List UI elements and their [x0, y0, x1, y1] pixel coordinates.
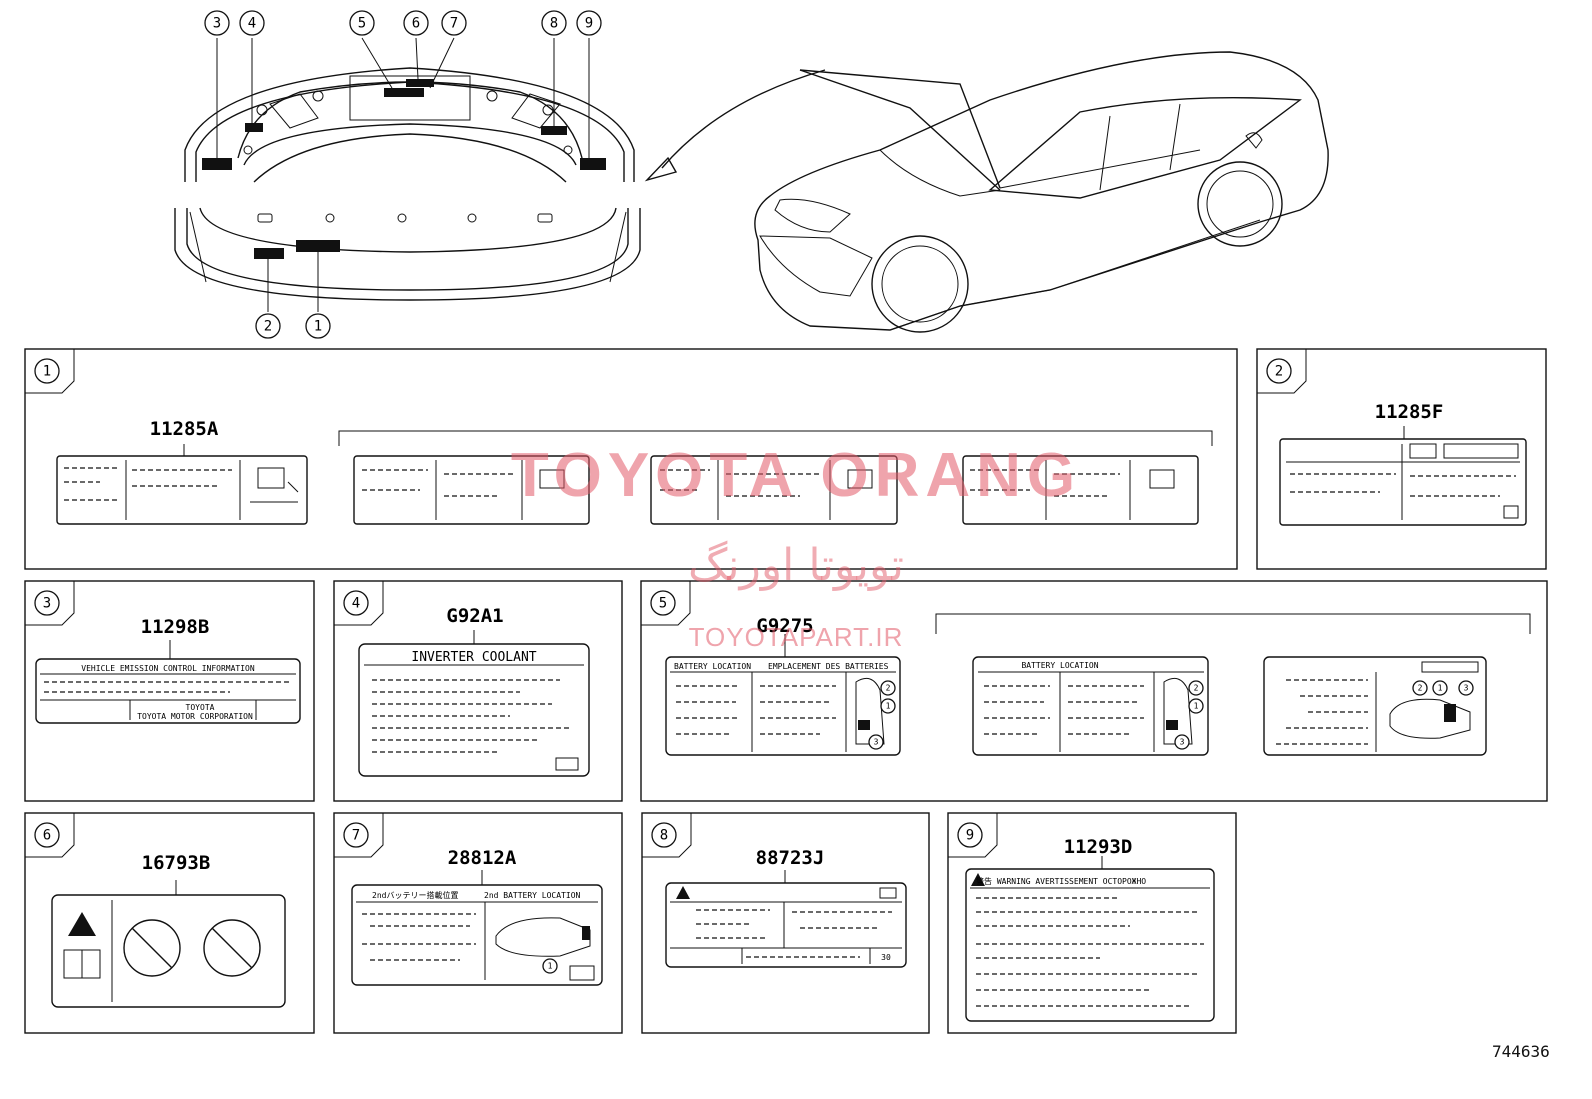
- panel-number-1-circle: [34, 358, 60, 384]
- hood-callout-6-circle: [403, 10, 429, 36]
- part-number-28812A: 28812A: [448, 847, 517, 869]
- panel-number-2-circle: [1266, 358, 1292, 384]
- part-number-11285F: 11285F: [1375, 401, 1444, 423]
- battery-callout-b-2: 2: [1194, 684, 1199, 693]
- part-number-16793B: 16793B: [142, 852, 211, 874]
- battery-callout-b-3-circle: [1174, 734, 1190, 750]
- panel-number-6-circle: [34, 822, 60, 848]
- panel-6-label: [51, 880, 286, 1008]
- bumper-callout-1: 1: [314, 319, 322, 335]
- part-number-11293D: 11293D: [1064, 836, 1133, 858]
- part-number-11298B: 11298B: [141, 616, 210, 638]
- battery-callout-c-3-circle: [1458, 680, 1474, 696]
- panel-number-3: 3: [43, 596, 51, 612]
- panel-2-label: [1279, 426, 1527, 526]
- hood-callout-9: 9: [585, 16, 593, 32]
- battery-location-title-fr: EMPLACEMENT DES BATTERIES: [768, 662, 889, 671]
- panel-7-label: [351, 870, 603, 986]
- panel-number-7-circle: [343, 822, 369, 848]
- panel-4-label: [358, 630, 590, 777]
- hood-callout-6: 6: [412, 16, 420, 32]
- hood-callout-5: 5: [358, 16, 366, 32]
- hood-callout-7: 7: [450, 16, 458, 32]
- panel-number-8-circle: [651, 822, 677, 848]
- panel-3-label: [35, 640, 301, 724]
- hood-callout-3: 3: [213, 16, 221, 32]
- battery-callout-a-1: 1: [886, 702, 891, 711]
- second-battery-title-jp: 2ndバッテリー搭載位置: [372, 890, 458, 900]
- panel-number-9-circle: [957, 822, 983, 848]
- battery-callout-c-2-circle: [1412, 680, 1428, 696]
- inverter-coolant-title: INVERTER COOLANT: [411, 650, 536, 665]
- emission-label-maker: TOYOTA MOTOR CORPORATION: [137, 712, 253, 721]
- battery-location-title-2: BATTERY LOCATION: [1021, 661, 1098, 670]
- panel-number-7: 7: [352, 828, 360, 844]
- panel-number-1: 1: [43, 364, 51, 380]
- battery-callout-c-2: 2: [1418, 684, 1423, 693]
- hood-callout-9-circle: [576, 10, 602, 36]
- hood-callout-8: 8: [550, 16, 558, 32]
- panel-9-label: [965, 856, 1215, 1022]
- hood-callout-5-circle: [349, 10, 375, 36]
- bumper-view: [174, 207, 641, 312]
- bumper-callout-1-circle: [305, 313, 331, 339]
- panel-number-6: 6: [43, 828, 51, 844]
- car-illustration: [754, 51, 1329, 333]
- panel-number-5-circle: [650, 590, 676, 616]
- part-number-G9275: G9275: [756, 615, 813, 637]
- emission-label-title: VEHICLE EMISSION CONTROL INFORMATION: [81, 664, 255, 673]
- part-number-88723J: 88723J: [756, 847, 825, 869]
- second-battery-callout-1: 1: [548, 962, 553, 971]
- panel-8-label: [665, 870, 907, 968]
- battery-location-title-1: BATTERY LOCATION: [674, 662, 751, 671]
- part-number-G92A1: G92A1: [446, 605, 503, 627]
- warning-label-title: 警告 WARNING AVERTISSEMENT ОСТОРОЖНО: [976, 876, 1146, 886]
- battery-callout-a-2-circle: [880, 680, 896, 696]
- battery-callout-c-3: 3: [1464, 684, 1469, 693]
- second-battery-title-en: 2nd BATTERY LOCATION: [484, 891, 581, 900]
- battery-callout-a-3-circle: [868, 734, 884, 750]
- panel-5-labels: [665, 634, 1487, 756]
- second-battery-callout-1-circle: [542, 958, 558, 974]
- panel-number-2: 2: [1275, 364, 1283, 380]
- label-code: 30: [881, 953, 891, 962]
- direction-arrow: [644, 69, 826, 182]
- panel-number-4: 4: [352, 596, 360, 612]
- hood-callout-7-circle: [441, 10, 467, 36]
- panel-number-9: 9: [966, 828, 974, 844]
- panel-number-8: 8: [660, 828, 668, 844]
- hood-callout-4: 4: [248, 16, 256, 32]
- diagram-code: 744636: [1492, 1042, 1550, 1061]
- bumper-callout-2-circle: [255, 313, 281, 339]
- panel-number-4-circle: [343, 590, 369, 616]
- panel-number-5: 5: [659, 596, 667, 612]
- hood-callout-4-circle: [239, 10, 265, 36]
- panel-borders: [24, 348, 1548, 1034]
- battery-callout-b-3: 3: [1180, 738, 1185, 747]
- battery-callout-a-2: 2: [886, 684, 891, 693]
- hood-view: [184, 37, 635, 183]
- battery-callout-a-1-circle: [880, 698, 896, 714]
- battery-callout-c-1: 1: [1438, 684, 1443, 693]
- hood-callout-3-circle: [204, 10, 230, 36]
- battery-callout-c-1-circle: [1432, 680, 1448, 696]
- panel-number-3-circle: [34, 590, 60, 616]
- bumper-callout-2: 2: [264, 319, 272, 335]
- battery-callout-b-1: 1: [1194, 702, 1199, 711]
- emission-label-brand: TOYOTA: [186, 703, 215, 712]
- panel-1-labels: [56, 444, 1199, 525]
- battery-callout-a-3: 3: [874, 738, 879, 747]
- hood-callout-8-circle: [541, 10, 567, 36]
- part-number-11285A: 11285A: [150, 418, 219, 440]
- battery-callout-b-1-circle: [1188, 698, 1204, 714]
- battery-callout-b-2-circle: [1188, 680, 1204, 696]
